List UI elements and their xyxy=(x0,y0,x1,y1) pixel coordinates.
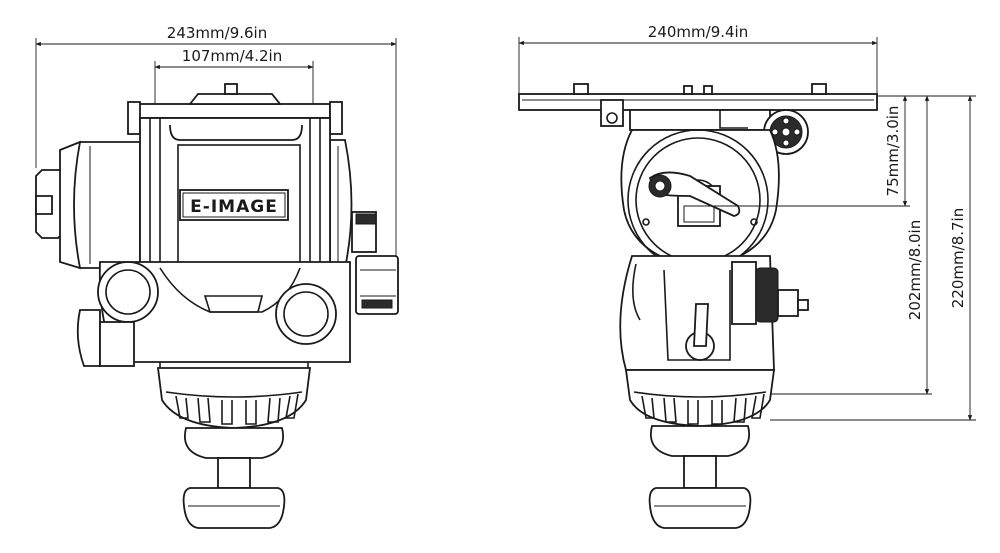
side-camera-plate xyxy=(518,83,878,131)
side-tie-down-knob xyxy=(648,425,752,529)
height-75-label: 75mm/3.0in xyxy=(884,106,902,197)
plate-width-label: 107mm/4.2in xyxy=(182,47,282,65)
dimension-plate-width: 107mm/4.2in xyxy=(154,47,314,108)
dimension-overall-width: 243mm/9.6in xyxy=(35,24,397,258)
front-lower-body xyxy=(76,261,351,368)
front-view: 243mm/9.6in 107mm/4.2in xyxy=(35,24,399,529)
plate-length-label: 240mm/9.4in xyxy=(648,23,748,41)
overall-width-label: 243mm/9.6in xyxy=(167,24,267,42)
side-lower-body xyxy=(619,255,809,371)
front-drum-body xyxy=(73,139,353,269)
dimension-plate-length: 240mm/9.4in xyxy=(518,23,878,100)
front-tie-down-knob xyxy=(182,427,286,529)
side-drum xyxy=(620,129,780,271)
front-right-knob xyxy=(351,211,399,315)
height-220-label: 220mm/8.7in xyxy=(949,208,967,308)
side-bowl xyxy=(624,369,776,427)
brand-logo: E-IMAGE xyxy=(190,197,278,217)
dimension-height-202: 202mm/8.0in xyxy=(770,95,932,395)
height-202-label: 202mm/8.0in xyxy=(906,220,924,320)
front-center-cover: E-IMAGE xyxy=(139,117,331,269)
dimension-height-75: 75mm/3.0in xyxy=(700,95,910,207)
side-view: 240mm/9.4in xyxy=(518,23,976,529)
front-bowl xyxy=(156,367,312,429)
dimension-height-220: 220mm/8.7in xyxy=(770,95,976,421)
